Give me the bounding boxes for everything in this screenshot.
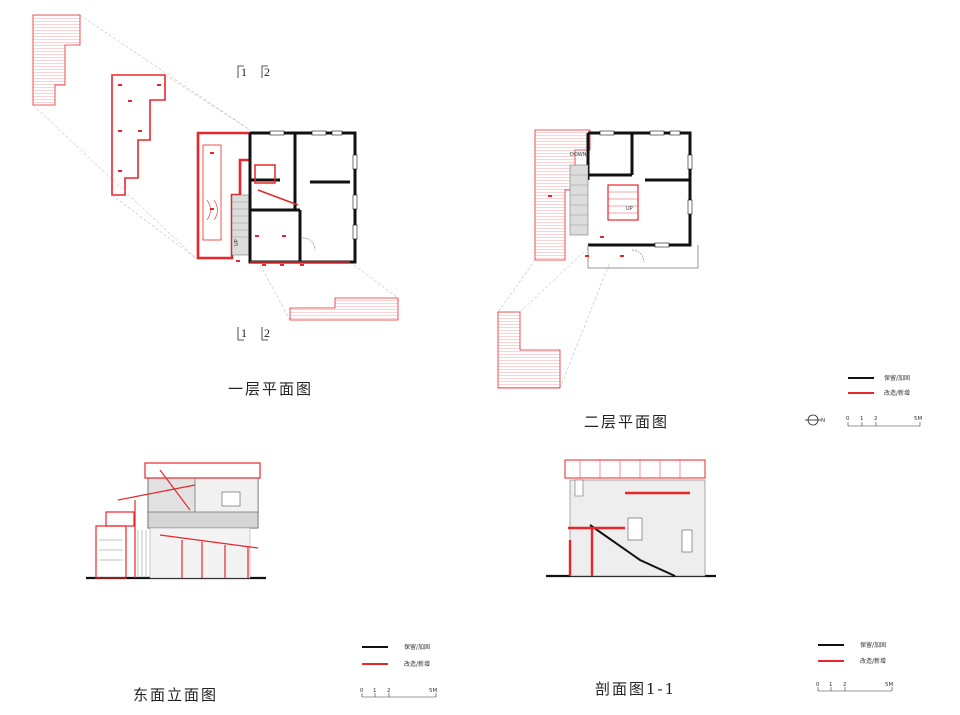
first-floor-title: 二层平面图 bbox=[584, 413, 670, 431]
svg-text:改造/新增: 改造/新增 bbox=[404, 660, 430, 668]
new-structure-cut bbox=[568, 491, 690, 576]
section-1-1 bbox=[546, 459, 716, 578]
svg-text:5M: 5M bbox=[914, 416, 922, 422]
legend-new-label: 改造/新增 bbox=[884, 389, 910, 397]
inner-room bbox=[202, 144, 222, 241]
down-tag-1: DOWN bbox=[570, 152, 587, 158]
svg-text:2: 2 bbox=[874, 416, 878, 422]
existing-walls bbox=[248, 131, 357, 264]
section-marks-bottom bbox=[237, 327, 268, 341]
section-stair-cut bbox=[589, 524, 676, 577]
roof-outline-upper bbox=[32, 14, 81, 106]
svg-text:5M: 5M bbox=[429, 688, 437, 694]
legend-elevation: 保留/加固 改造/新增 bbox=[362, 643, 430, 668]
section-mark-1-bottom: 1 bbox=[241, 326, 247, 340]
legend-existing-label: 保留/加固 bbox=[884, 374, 910, 382]
staircase-upper bbox=[569, 164, 589, 236]
first-floor-plan: DOWN UP bbox=[497, 129, 699, 389]
new-stair-core bbox=[607, 184, 639, 221]
new-structures-elevation bbox=[95, 462, 261, 579]
east-elevation bbox=[86, 462, 266, 580]
svg-text:保留/加固: 保留/加固 bbox=[860, 641, 886, 649]
section-mark-2-top: 2 bbox=[264, 65, 270, 79]
existing-walls-upper bbox=[586, 131, 692, 247]
terrace-outline-middle bbox=[111, 74, 166, 196]
section-title: 剖面图1-1 bbox=[595, 680, 677, 698]
ground-floor-title: 一层平面图 bbox=[228, 380, 314, 398]
svg-text:改造/新增: 改造/新增 bbox=[860, 657, 886, 665]
scale-bar-section: 0 1 2 5M bbox=[816, 682, 893, 692]
svg-text:5M: 5M bbox=[885, 682, 893, 688]
east-elevation-title: 东面立面图 bbox=[133, 686, 219, 704]
ground-floor-plan: UP bbox=[32, 14, 399, 341]
up-tag-upper: UP bbox=[626, 206, 633, 212]
stair-balusters-elevation bbox=[99, 530, 147, 578]
legend-section: 保留/加固 改造/新增 bbox=[818, 641, 886, 665]
legend-plans: 保留/加固 改造/新增 bbox=[848, 374, 910, 397]
scale-bar-plans: 0 1 2 5M bbox=[846, 416, 922, 427]
svg-text:2: 2 bbox=[843, 682, 847, 688]
projection-lines bbox=[32, 14, 399, 321]
scale-bar-elevation: 0 1 2 5M bbox=[360, 688, 437, 698]
section-mark-2-bottom: 2 bbox=[264, 326, 270, 340]
north-label: N bbox=[821, 418, 825, 424]
roof-railing bbox=[564, 459, 706, 479]
svg-text:0: 0 bbox=[846, 416, 850, 422]
svg-text:1: 1 bbox=[373, 688, 377, 694]
section-marks-top bbox=[237, 65, 268, 78]
terrace-projection-lower bbox=[289, 297, 399, 321]
new-column-markers bbox=[118, 84, 304, 266]
svg-text:0: 0 bbox=[360, 688, 364, 694]
terrace-projection-lower-left bbox=[497, 311, 561, 389]
svg-text:1: 1 bbox=[829, 682, 833, 688]
svg-text:1: 1 bbox=[860, 416, 864, 422]
svg-text:0: 0 bbox=[816, 682, 820, 688]
balcony-edge bbox=[587, 245, 699, 269]
svg-text:保留/加固: 保留/加固 bbox=[404, 643, 430, 651]
section-mark-1-top: 1 bbox=[241, 65, 247, 79]
up-tag: UP bbox=[234, 239, 240, 246]
svg-text:2: 2 bbox=[387, 688, 391, 694]
north-arrow-icon: N bbox=[805, 414, 825, 426]
